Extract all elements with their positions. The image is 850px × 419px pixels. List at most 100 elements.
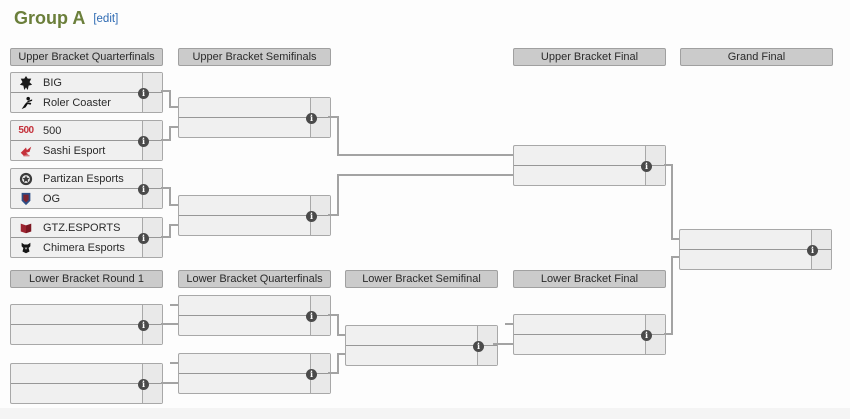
team-row [179,374,330,393]
bracket-connector [671,256,679,258]
info-icon[interactable]: i [306,211,317,222]
bracket-connector [328,214,339,216]
bracket-connector [328,314,339,316]
team-name[interactable]: Partizan Esports [43,172,124,185]
info-icon[interactable]: i [306,311,317,322]
bracket-connector [161,382,178,384]
header-upper-bracket-final: Upper Bracket Final [513,48,666,66]
chimera-esports-logo [11,238,41,257]
team-row[interactable]: Sashi Esport [11,141,162,160]
match-ub-qf1: BIG Roler Coaster i [10,72,163,113]
loser-drop-stub [170,362,178,364]
team-name[interactable]: BIG [43,76,62,89]
bracket-connector [337,353,345,355]
bracket-connector [337,334,345,336]
bracket-connector [337,314,339,336]
team-row [514,166,665,185]
info-icon[interactable]: i [138,320,149,331]
team-name[interactable]: Roler Coaster [43,96,111,109]
loser-drop-stub [170,304,178,306]
bracket-connector [671,164,673,240]
score-cell [142,218,162,237]
match-lb-sf: i [345,325,498,366]
500-logo: 500 [18,125,34,136]
team-row[interactable]: Chimera Esports [11,238,162,257]
header-upper-bracket-semifinals: Upper Bracket Semifinals [178,48,331,66]
score-cell [310,196,330,215]
bracket-connector [161,90,171,92]
team-row[interactable]: BIG [11,73,162,93]
team-name[interactable]: 500 [43,124,62,137]
score-cell [811,250,831,269]
team-row [179,316,330,335]
score-cell [142,73,162,92]
team-row [179,118,330,137]
info-icon[interactable]: i [138,88,149,99]
score-cell [142,238,162,257]
info-icon[interactable]: i [473,341,484,352]
bracket-connector [161,187,171,189]
info-icon[interactable]: i [138,233,149,244]
bracket-connector [337,116,339,156]
info-icon[interactable]: i [641,330,652,341]
match-grand-final: i [679,229,832,270]
info-icon[interactable]: i [138,379,149,390]
team-row [11,384,162,403]
info-icon[interactable]: i [138,136,149,147]
score-cell [310,118,330,137]
info-icon[interactable]: i [641,161,652,172]
team-name[interactable]: OG [43,192,61,205]
bracket-connector [671,238,679,240]
bracket-connector [664,164,673,166]
match-lb-r1-2: i [10,363,163,404]
match-lb-qf2: i [178,353,331,394]
team-name[interactable]: Chimera Esports [43,241,125,254]
team-name[interactable]: GTZ.ESPORTS [43,221,121,234]
info-icon[interactable]: i [807,245,818,256]
bracket-connector [664,333,673,335]
bracket-connector [169,126,171,141]
bracket-connector [671,257,673,335]
bracket-connector [337,353,339,374]
bracket-connector [169,90,171,108]
team-row [680,230,831,250]
gtz-esports-logo [11,218,41,237]
score-cell [477,346,497,365]
info-icon[interactable]: i [306,113,317,124]
match-lb-r1-1: i [10,304,163,345]
bracket-connector [161,139,171,141]
bracket-connector [169,224,171,238]
edit-link[interactable]: [edit] [93,13,119,25]
header-lower-bracket-quarterfinals: Lower Bracket Quarterfinals [178,270,331,288]
header-lower-bracket-round1: Lower Bracket Round 1 [10,270,163,288]
match-lb-qf1: i [178,295,331,336]
header-lower-bracket-final: Lower Bracket Final [513,270,666,288]
team-row [11,305,162,325]
bracket-connector [169,126,178,128]
info-icon[interactable]: i [138,184,149,195]
team-row [179,98,330,118]
header-upper-bracket-quarterfinals: Upper Bracket Quarterfinals [10,48,163,66]
team-row [179,354,330,374]
team-row[interactable]: Partizan Esports [11,169,162,189]
bracket-connector [169,204,178,206]
team-row [680,250,831,269]
info-icon[interactable]: i [306,369,317,380]
score-cell [310,316,330,335]
team-row [179,216,330,235]
team-row [346,346,497,365]
bottom-strip [0,408,850,419]
match-ub-sf2: i [178,195,331,236]
match-ub-qf2: 500 500 Sashi Esport i [10,120,163,161]
team-row[interactable]: Roler Coaster [11,93,162,112]
team-row[interactable]: 500 500 [11,121,162,141]
team-row [11,364,162,384]
team-row[interactable]: OG [11,189,162,208]
score-cell [645,315,665,334]
bracket-connector [328,372,339,374]
team-name[interactable]: Sashi Esport [43,144,106,157]
team-row [179,296,330,316]
team-row[interactable]: GTZ.ESPORTS [11,218,162,238]
match-ub-qf4: GTZ.ESPORTS Chimera Esports i [10,217,163,258]
